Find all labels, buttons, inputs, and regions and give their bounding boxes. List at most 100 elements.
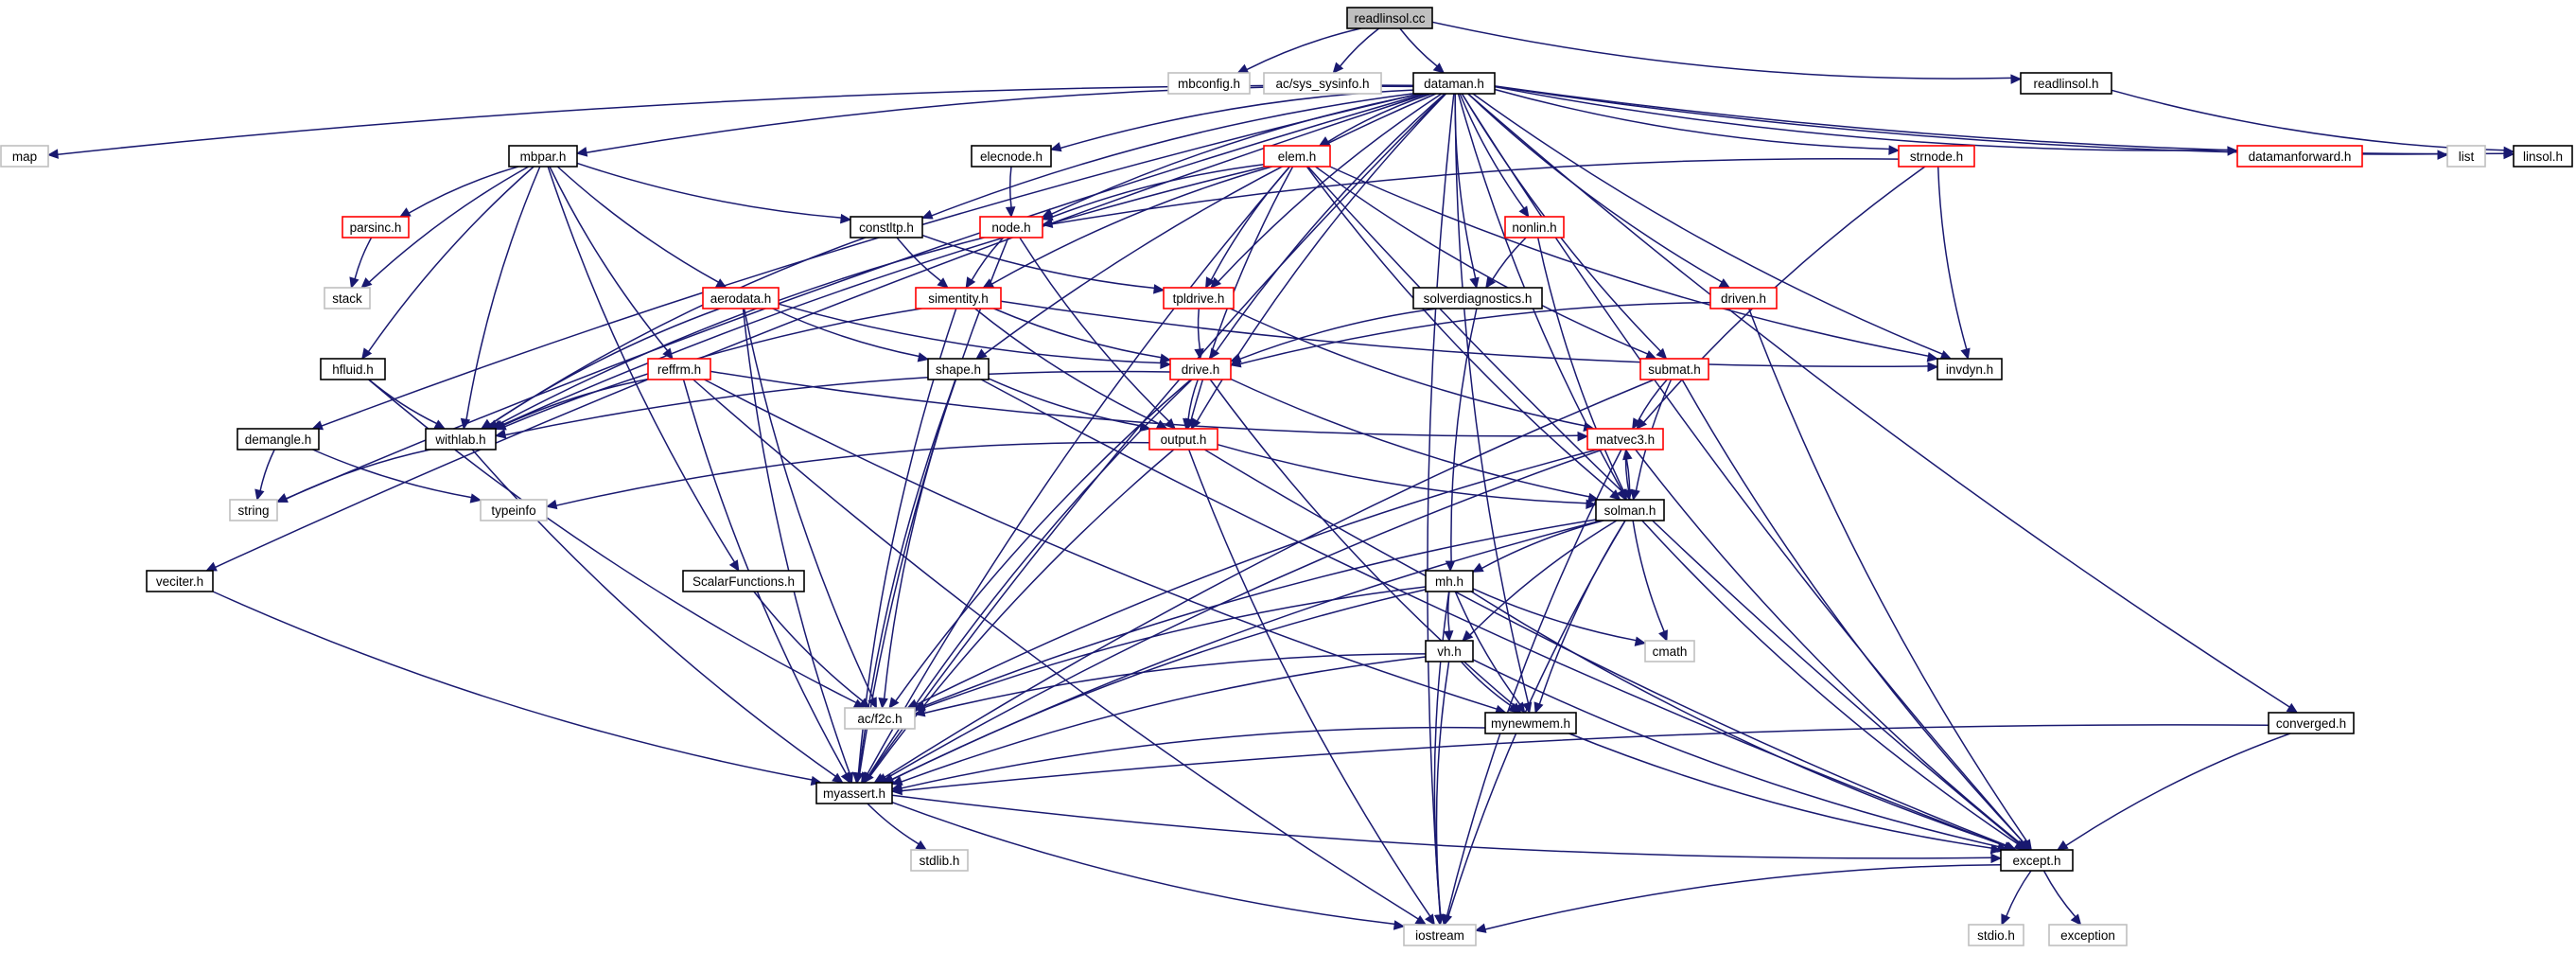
node-box — [320, 358, 386, 380]
arrowhead-ac_f2c_h — [888, 697, 900, 709]
include-edge-output_h-to-typeinfo — [555, 441, 1150, 506]
node-box — [1263, 72, 1382, 95]
arrowhead-solverdiagnostics_h — [1469, 276, 1480, 290]
include-edge-dataman_h-to-elem_h — [1327, 93, 1432, 143]
include-edge-submat_h-to-myassert_h — [882, 379, 1655, 780]
include-edge-vh_h-to-except_h — [1472, 659, 1999, 848]
node-box — [324, 287, 371, 309]
node-shape-h[interactable]: shape.h — [927, 358, 990, 380]
node-box — [1425, 570, 1474, 592]
node-label: iostream — [1415, 928, 1464, 943]
node-linsol-h[interactable]: linsol.h — [2513, 145, 2573, 168]
include-edge-elem_h-to-myassert_h — [866, 166, 1290, 776]
arrowhead-vh_h — [1443, 630, 1454, 643]
node-box — [1403, 924, 1477, 946]
arrowhead-elecnode_h — [1049, 142, 1062, 152]
node-solverdiagnostics-h[interactable]: solverdiagnostics.h — [1412, 287, 1543, 309]
node-output-h[interactable]: output.h — [1148, 428, 1218, 450]
node-elecnode-h[interactable]: elecnode.h — [971, 145, 1052, 168]
include-edge-dataman_h-to-node_h — [1051, 93, 1423, 215]
node-iostream: iostream — [1403, 924, 1477, 946]
node-reffrm-h[interactable]: reffrm.h — [647, 358, 711, 380]
node-solman-h[interactable]: solman.h — [1595, 499, 1665, 521]
node-constltp-h[interactable]: constltp.h — [850, 216, 923, 238]
node-box — [0, 145, 49, 168]
arrowhead-scalarfunctions_h — [728, 559, 740, 573]
node-matvec3-h[interactable]: matvec3.h — [1586, 428, 1664, 450]
node-converged-h[interactable]: converged.h — [2268, 712, 2355, 734]
arrowhead-aerodata_h — [714, 278, 727, 289]
node-simentity-h[interactable]: simentity.h — [915, 287, 1002, 309]
node-mynewmem-h[interactable]: mynewmem.h — [1484, 712, 1577, 734]
include-edge-readlinsol_cc-to-readlinsol_h — [1431, 21, 2012, 80]
node-hfluid-h[interactable]: hfluid.h — [320, 358, 386, 380]
node-label: withlab.h — [434, 433, 485, 447]
arrowhead-submat_h — [1656, 347, 1668, 360]
node-driven-h[interactable]: driven.h — [1709, 287, 1778, 309]
node-strnode-h[interactable]: strnode.h — [1898, 145, 1975, 168]
arrowhead-drive_h — [1194, 348, 1204, 361]
arrowhead-driven_h — [1718, 278, 1731, 289]
node-dataman-h[interactable]: dataman.h — [1412, 72, 1496, 95]
node-box — [971, 145, 1052, 168]
node-box — [1644, 640, 1695, 662]
node-box — [915, 287, 1002, 309]
node-myassert-h[interactable]: myassert.h — [815, 782, 893, 804]
node-parsinc-h[interactable]: parsinc.h — [342, 216, 410, 238]
node-withlab-h[interactable]: withlab.h — [425, 428, 497, 450]
arrowhead-constltp_h — [920, 209, 934, 220]
node-scalarfunctions-h[interactable]: ScalarFunctions.h — [682, 570, 805, 592]
node-demangle-h[interactable]: demangle.h — [237, 428, 320, 450]
node-box — [815, 782, 893, 804]
node-readlinsol-h[interactable]: readlinsol.h — [2020, 72, 2112, 95]
node-mbpar-h[interactable]: mbpar.h — [508, 145, 578, 168]
node-datamanforward-h[interactable]: datamanforward.h — [2236, 145, 2363, 168]
include-edge-constltp_h-to-tpldrive_h — [921, 234, 1155, 290]
node-label: cmath — [1653, 645, 1688, 659]
node-nonlin-h[interactable]: nonlin.h — [1504, 216, 1565, 238]
node-list: list — [2446, 145, 2486, 168]
edge-layer — [46, 21, 2515, 933]
node-veciter-h[interactable]: veciter.h — [146, 570, 214, 592]
node-label: stack — [332, 292, 362, 306]
node-label: submat.h — [1648, 362, 1701, 377]
include-edge-drive_h-to-solman_h — [1230, 378, 1590, 498]
include-edge-tpldrive_h-to-matvec3_h — [1229, 308, 1586, 427]
arrowhead-string — [275, 493, 289, 503]
node-box — [702, 287, 780, 309]
node-label: mynewmem.h — [1491, 716, 1570, 731]
node-ac-f2c-h: ac/f2c.h — [844, 707, 916, 730]
include-edge-node_h-to-withlab_h — [496, 237, 985, 427]
arrowhead-withlab_h — [460, 417, 471, 431]
node-readlinsol-cc[interactable]: readlinsol.cc — [1346, 7, 1433, 29]
include-edge-dataman_h-to-elecnode_h — [1060, 89, 1414, 150]
include-edge-simentity_h-to-invdyn_h — [1000, 300, 1929, 368]
node-label: solman.h — [1604, 504, 1656, 518]
arrowhead-myassert_h — [863, 771, 874, 784]
node-except-h[interactable]: except.h — [2000, 849, 2074, 872]
node-box — [480, 499, 548, 521]
node-tpldrive-h[interactable]: tpldrive.h — [1163, 287, 1235, 309]
node-label: driven.h — [1721, 292, 1766, 306]
node-label: dataman.h — [1424, 77, 1484, 91]
include-edge-readlinsol_cc-to-dataman_h — [1399, 27, 1438, 67]
include-edge-matvec3_h-to-iostream — [1446, 449, 1622, 916]
arrowhead-constltp_h — [840, 213, 852, 224]
include-edge-withlab_h-to-myassert_h — [471, 449, 836, 777]
arrowhead-mynewmem_h — [1515, 701, 1526, 714]
node-node-h[interactable]: node.h — [979, 216, 1043, 238]
arrowhead-dataman_h — [1432, 62, 1446, 74]
node-vh-h[interactable]: vh.h — [1425, 640, 1474, 662]
node-drive-h[interactable]: drive.h — [1169, 358, 1232, 380]
node-label: myassert.h — [823, 786, 885, 801]
include-edge-mbpar_h-to-stack — [368, 166, 530, 283]
node-elem-h[interactable]: elem.h — [1263, 145, 1331, 168]
node-box — [2446, 145, 2486, 168]
arrowhead-iostream — [1443, 913, 1453, 927]
node-invdyn-h[interactable]: invdyn.h — [1936, 358, 2003, 380]
node-submat-h[interactable]: submat.h — [1639, 358, 1709, 380]
arrowhead-exception — [2070, 913, 2082, 926]
node-mh-h[interactable]: mh.h — [1425, 570, 1474, 592]
node-aerodata-h[interactable]: aerodata.h — [702, 287, 780, 309]
